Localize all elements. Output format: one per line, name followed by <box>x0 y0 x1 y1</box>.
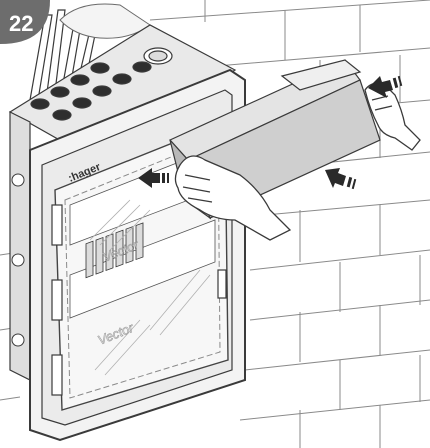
left-hand <box>174 155 292 241</box>
step-number: 22 <box>9 11 33 36</box>
breaker-modules <box>85 222 144 279</box>
cable-bag <box>59 3 151 39</box>
push-arrow-icon <box>368 75 403 98</box>
step-badge: 22 <box>0 0 50 44</box>
door-hinges <box>51 204 227 396</box>
side-knockouts <box>11 173 25 347</box>
push-arrow-icon <box>325 168 357 190</box>
push-arrow-icon <box>138 168 169 188</box>
